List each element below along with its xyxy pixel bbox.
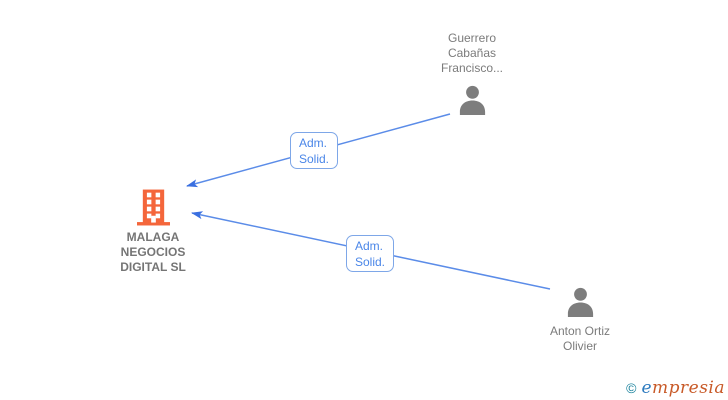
brand-initial: e bbox=[641, 378, 652, 398]
node-person-anton[interactable]: Anton Ortiz Olivier bbox=[538, 287, 622, 354]
person-label-guerrero: Guerrero Cabañas Francisco... bbox=[440, 31, 503, 75]
empresia-logo: © empresia bbox=[626, 378, 725, 398]
company-label: MALAGA NEGOCIOS DIGITAL SL bbox=[120, 230, 186, 274]
node-person-guerrero[interactable]: Guerrero Cabañas Francisco... bbox=[430, 31, 514, 115]
copyright-icon: © bbox=[626, 380, 637, 396]
edge-label-line1: Adm. bbox=[355, 239, 384, 253]
edge-label-line1: Adm. bbox=[299, 136, 328, 150]
person-icon bbox=[564, 287, 597, 317]
edge-label-adm-solid-2[interactable]: Adm. Solid. bbox=[346, 235, 394, 272]
brand-wordmark: empresia bbox=[641, 378, 725, 398]
edge-label-adm-solid-1[interactable]: Adm. Solid. bbox=[290, 132, 338, 169]
edge-label-line2: Solid. bbox=[355, 255, 386, 269]
edge-label-line2: Solid. bbox=[299, 152, 330, 166]
brand-rest: mpresia bbox=[652, 378, 725, 398]
person-label-anton: Anton Ortiz Olivier bbox=[549, 324, 611, 353]
node-company-malaga-negocios-digital[interactable]: MALAGA NEGOCIOS DIGITAL SL bbox=[107, 189, 199, 275]
building-icon bbox=[136, 189, 170, 227]
person-icon bbox=[456, 85, 489, 115]
